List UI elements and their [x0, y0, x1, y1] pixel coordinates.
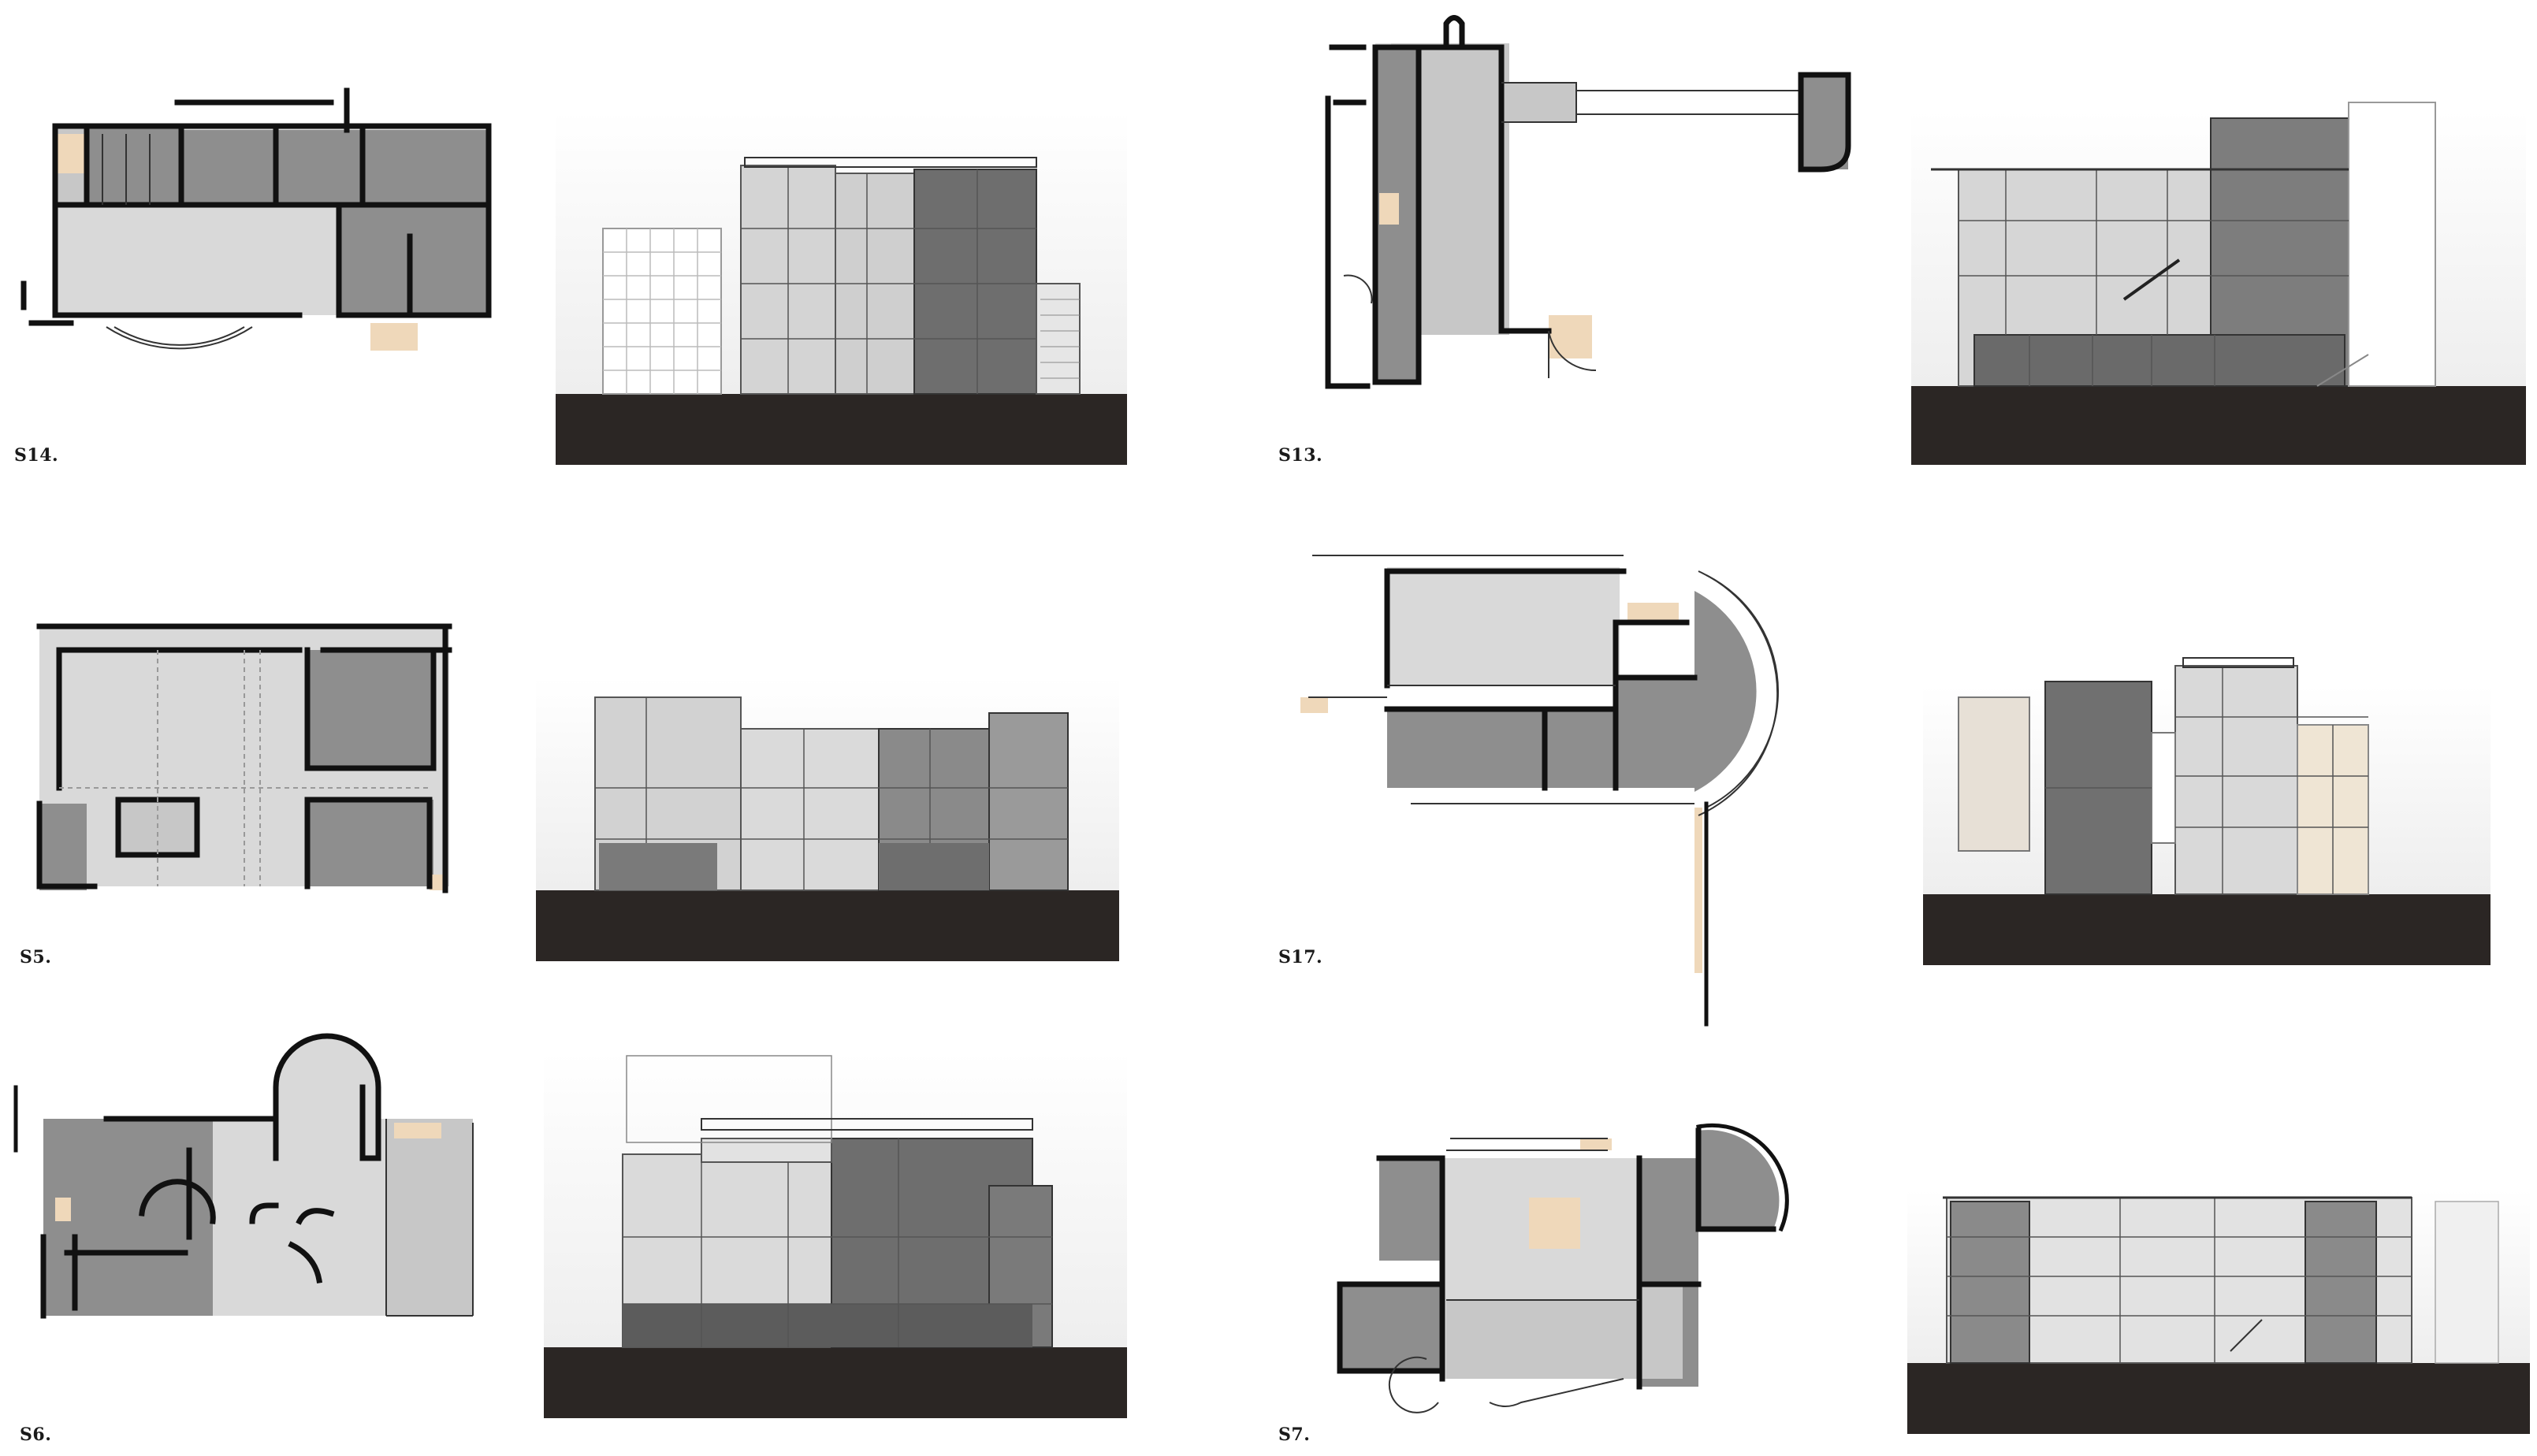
s13-section-elevation [1911, 102, 2526, 465]
s7-section-elevation [1907, 1190, 2530, 1434]
s5-section-elevation [536, 678, 1119, 961]
panel-s13: S13. [1269, 0, 2537, 488]
caption-s6: S6. [20, 1424, 52, 1445]
caption-s5: S5. [20, 947, 52, 968]
s6-section-elevation [544, 1052, 1127, 1418]
panel-s7: S7. [1269, 977, 2537, 1456]
panel-s17: S17. [1269, 488, 2537, 1027]
caption-s13: S13. [1278, 445, 1323, 466]
caption-s17: S17. [1278, 947, 1323, 968]
s13-floor-plan [1325, 15, 1851, 389]
caption-s7: S7. [1278, 1424, 1311, 1445]
s14-floor-plan [20, 87, 492, 351]
s14-section-elevation [556, 110, 1127, 465]
s6-floor-plan [13, 1033, 474, 1319]
s7-floor-plan [1337, 1123, 1789, 1413]
panel-s5: S5. [0, 488, 1229, 977]
s17-section-elevation [1923, 657, 2491, 965]
s5-floor-plan [36, 623, 452, 893]
panel-s14: S14. [0, 0, 1229, 488]
panel-s6: S6. [0, 977, 1229, 1456]
caption-s14: S14. [14, 445, 59, 466]
s17-floor-plan [1300, 555, 1779, 1027]
